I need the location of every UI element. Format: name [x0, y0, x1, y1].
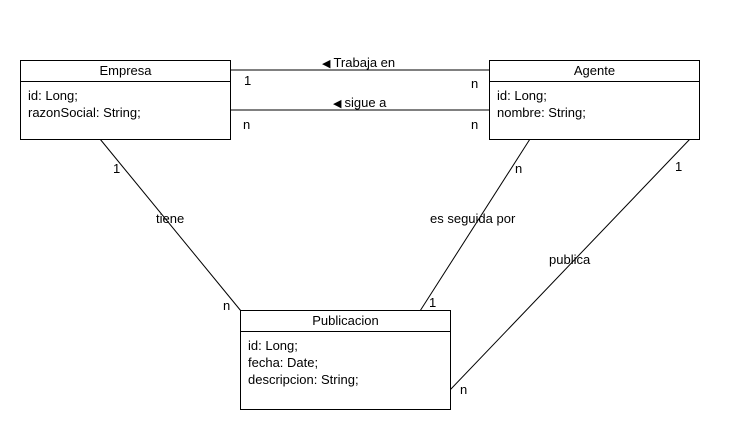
class-empresa[interactable]: Empresa id: Long; razonSocial: String; [20, 60, 231, 140]
tiene-line [99, 138, 242, 312]
tiene-label: tiene [156, 211, 185, 226]
class-empresa-name: Empresa [21, 61, 230, 82]
class-agente[interactable]: Agente id: Long; nombre: String; [489, 60, 700, 140]
multiplicity: 1 [675, 159, 683, 174]
multiplicity: 1 [429, 295, 437, 310]
attribute: fecha: Date; [248, 355, 319, 370]
class-publicacion-attributes: id: Long; fecha: Date; descripcion: Stri… [241, 332, 450, 393]
attribute: id: Long; [248, 338, 298, 353]
class-empresa-attributes: id: Long; razonSocial: String; [21, 82, 230, 126]
class-agente-name: Agente [490, 61, 699, 82]
attribute: nombre: String; [497, 105, 586, 120]
class-agente-attributes: id: Long; nombre: String; [490, 82, 699, 126]
class-publicacion[interactable]: Publicacion id: Long; fecha: Date; descr… [240, 310, 451, 410]
attribute: id: Long; [497, 88, 547, 103]
multiplicity: n [243, 117, 251, 132]
multiplicity: n [471, 76, 479, 91]
multiplicity: 1 [113, 161, 121, 176]
multiplicity: n [515, 161, 523, 176]
attribute: id: Long; [28, 88, 78, 103]
multiplicity: n [471, 117, 479, 132]
es-seguida-por-line [419, 138, 531, 312]
multiplicity: n [460, 382, 468, 397]
multiplicity: 1 [244, 73, 252, 88]
direction-arrow-icon: ◀ [322, 58, 331, 70]
attribute: razonSocial: String; [28, 105, 141, 120]
es-seguida-por-label: es seguida por [430, 211, 516, 226]
direction-arrow-icon: ◀ [333, 98, 342, 110]
sigue-a-label: ◀sigue a [333, 95, 387, 110]
attribute: descripcion: String; [248, 372, 359, 387]
publica-label: publica [549, 252, 591, 267]
trabaja-en-label: ◀Trabaja en [322, 55, 396, 70]
publica-line [449, 138, 691, 391]
multiplicity: n [223, 298, 231, 313]
class-publicacion-name: Publicacion [241, 311, 450, 332]
